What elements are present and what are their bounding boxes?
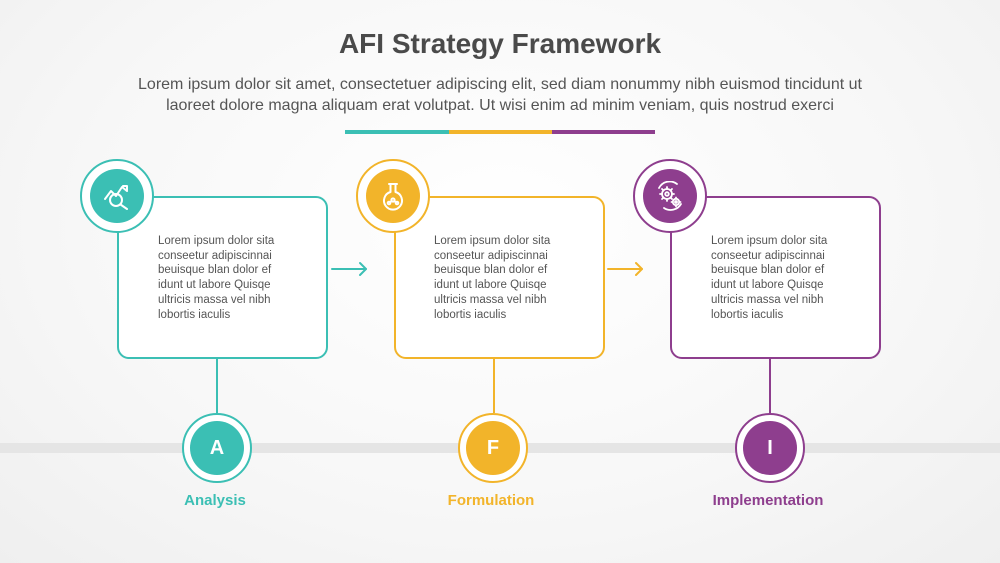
text-line: idunt ut labore Quisqe — [711, 279, 824, 292]
letter-ring-implementation: I — [735, 413, 805, 483]
icon-ring-formulation — [356, 159, 430, 233]
stage-letter: I — [743, 421, 797, 475]
gears-cycle-icon — [643, 169, 697, 223]
text-line: Lorem ipsum dolor sita — [158, 235, 275, 247]
page-title: AFI Strategy Framework — [338, 28, 662, 59]
stage-label-analysis: Analysis — [184, 492, 246, 509]
text-line: lobortis iaculis — [434, 308, 507, 321]
text-line: Lorem ipsum dolor sita — [711, 235, 828, 247]
text-line: beuisque blan dolor ef — [158, 264, 272, 277]
divider-segment-teal — [345, 130, 449, 134]
connector-line — [769, 359, 771, 413]
letter-ring-formulation: F — [458, 413, 528, 483]
text-line: beuisque blan dolor ef — [434, 264, 548, 277]
flask-icon — [366, 169, 420, 223]
text-line: ultricis massa vel nibh — [158, 293, 271, 306]
page-subtitle: Lorem ipsum dolor sit amet, consectetuer… — [70, 74, 930, 116]
stage-card-analysis — [117, 196, 328, 359]
stage-text-formulation: Lorem ipsum dolor sita conseetur adipisc… — [434, 234, 584, 322]
text-line: lobortis iaculis — [158, 308, 231, 321]
arrow-right-icon — [331, 262, 367, 276]
text-line: ultricis massa vel nibh — [711, 293, 824, 306]
stage-letter: A — [190, 421, 244, 475]
text-line: conseetur adipiscinnai — [711, 249, 825, 262]
stage-card-implementation — [670, 196, 881, 359]
letter-ring-analysis: A — [182, 413, 252, 483]
stage-card-formulation — [394, 196, 605, 359]
icon-ring-implementation — [633, 159, 707, 233]
stage-letter: F — [466, 421, 520, 475]
arrow-right-icon — [607, 262, 643, 276]
text-line: beuisque blan dolor ef — [711, 264, 825, 277]
subtitle-line: Lorem ipsum dolor sit amet, consectetuer… — [138, 76, 862, 93]
connector-line — [493, 359, 495, 413]
text-line: lobortis iaculis — [711, 308, 784, 321]
divider-segment-purple — [552, 130, 655, 134]
text-line: ultricis massa vel nibh — [434, 293, 547, 306]
icon-ring-analysis — [80, 159, 154, 233]
text-line: idunt ut labore Quisqe — [158, 279, 271, 292]
text-line: idunt ut labore Quisqe — [434, 279, 547, 292]
text-line: Lorem ipsum dolor sita — [434, 235, 551, 247]
stage-text-implementation: Lorem ipsum dolor sita conseetur adipisc… — [711, 234, 861, 322]
text-line: conseetur adipiscinnai — [158, 249, 272, 262]
stage-label-implementation: Implementation — [712, 492, 824, 509]
chart-magnifier-icon — [90, 169, 144, 223]
connector-line — [216, 359, 218, 413]
text-line: conseetur adipiscinnai — [434, 249, 548, 262]
subtitle-line: laoreet dolore magna aliquam erat volutp… — [166, 97, 834, 114]
divider-segment-yellow — [449, 130, 552, 134]
stage-text-analysis: Lorem ipsum dolor sita conseetur adipisc… — [158, 234, 308, 322]
stage-label-formulation: Formulation — [447, 492, 535, 509]
